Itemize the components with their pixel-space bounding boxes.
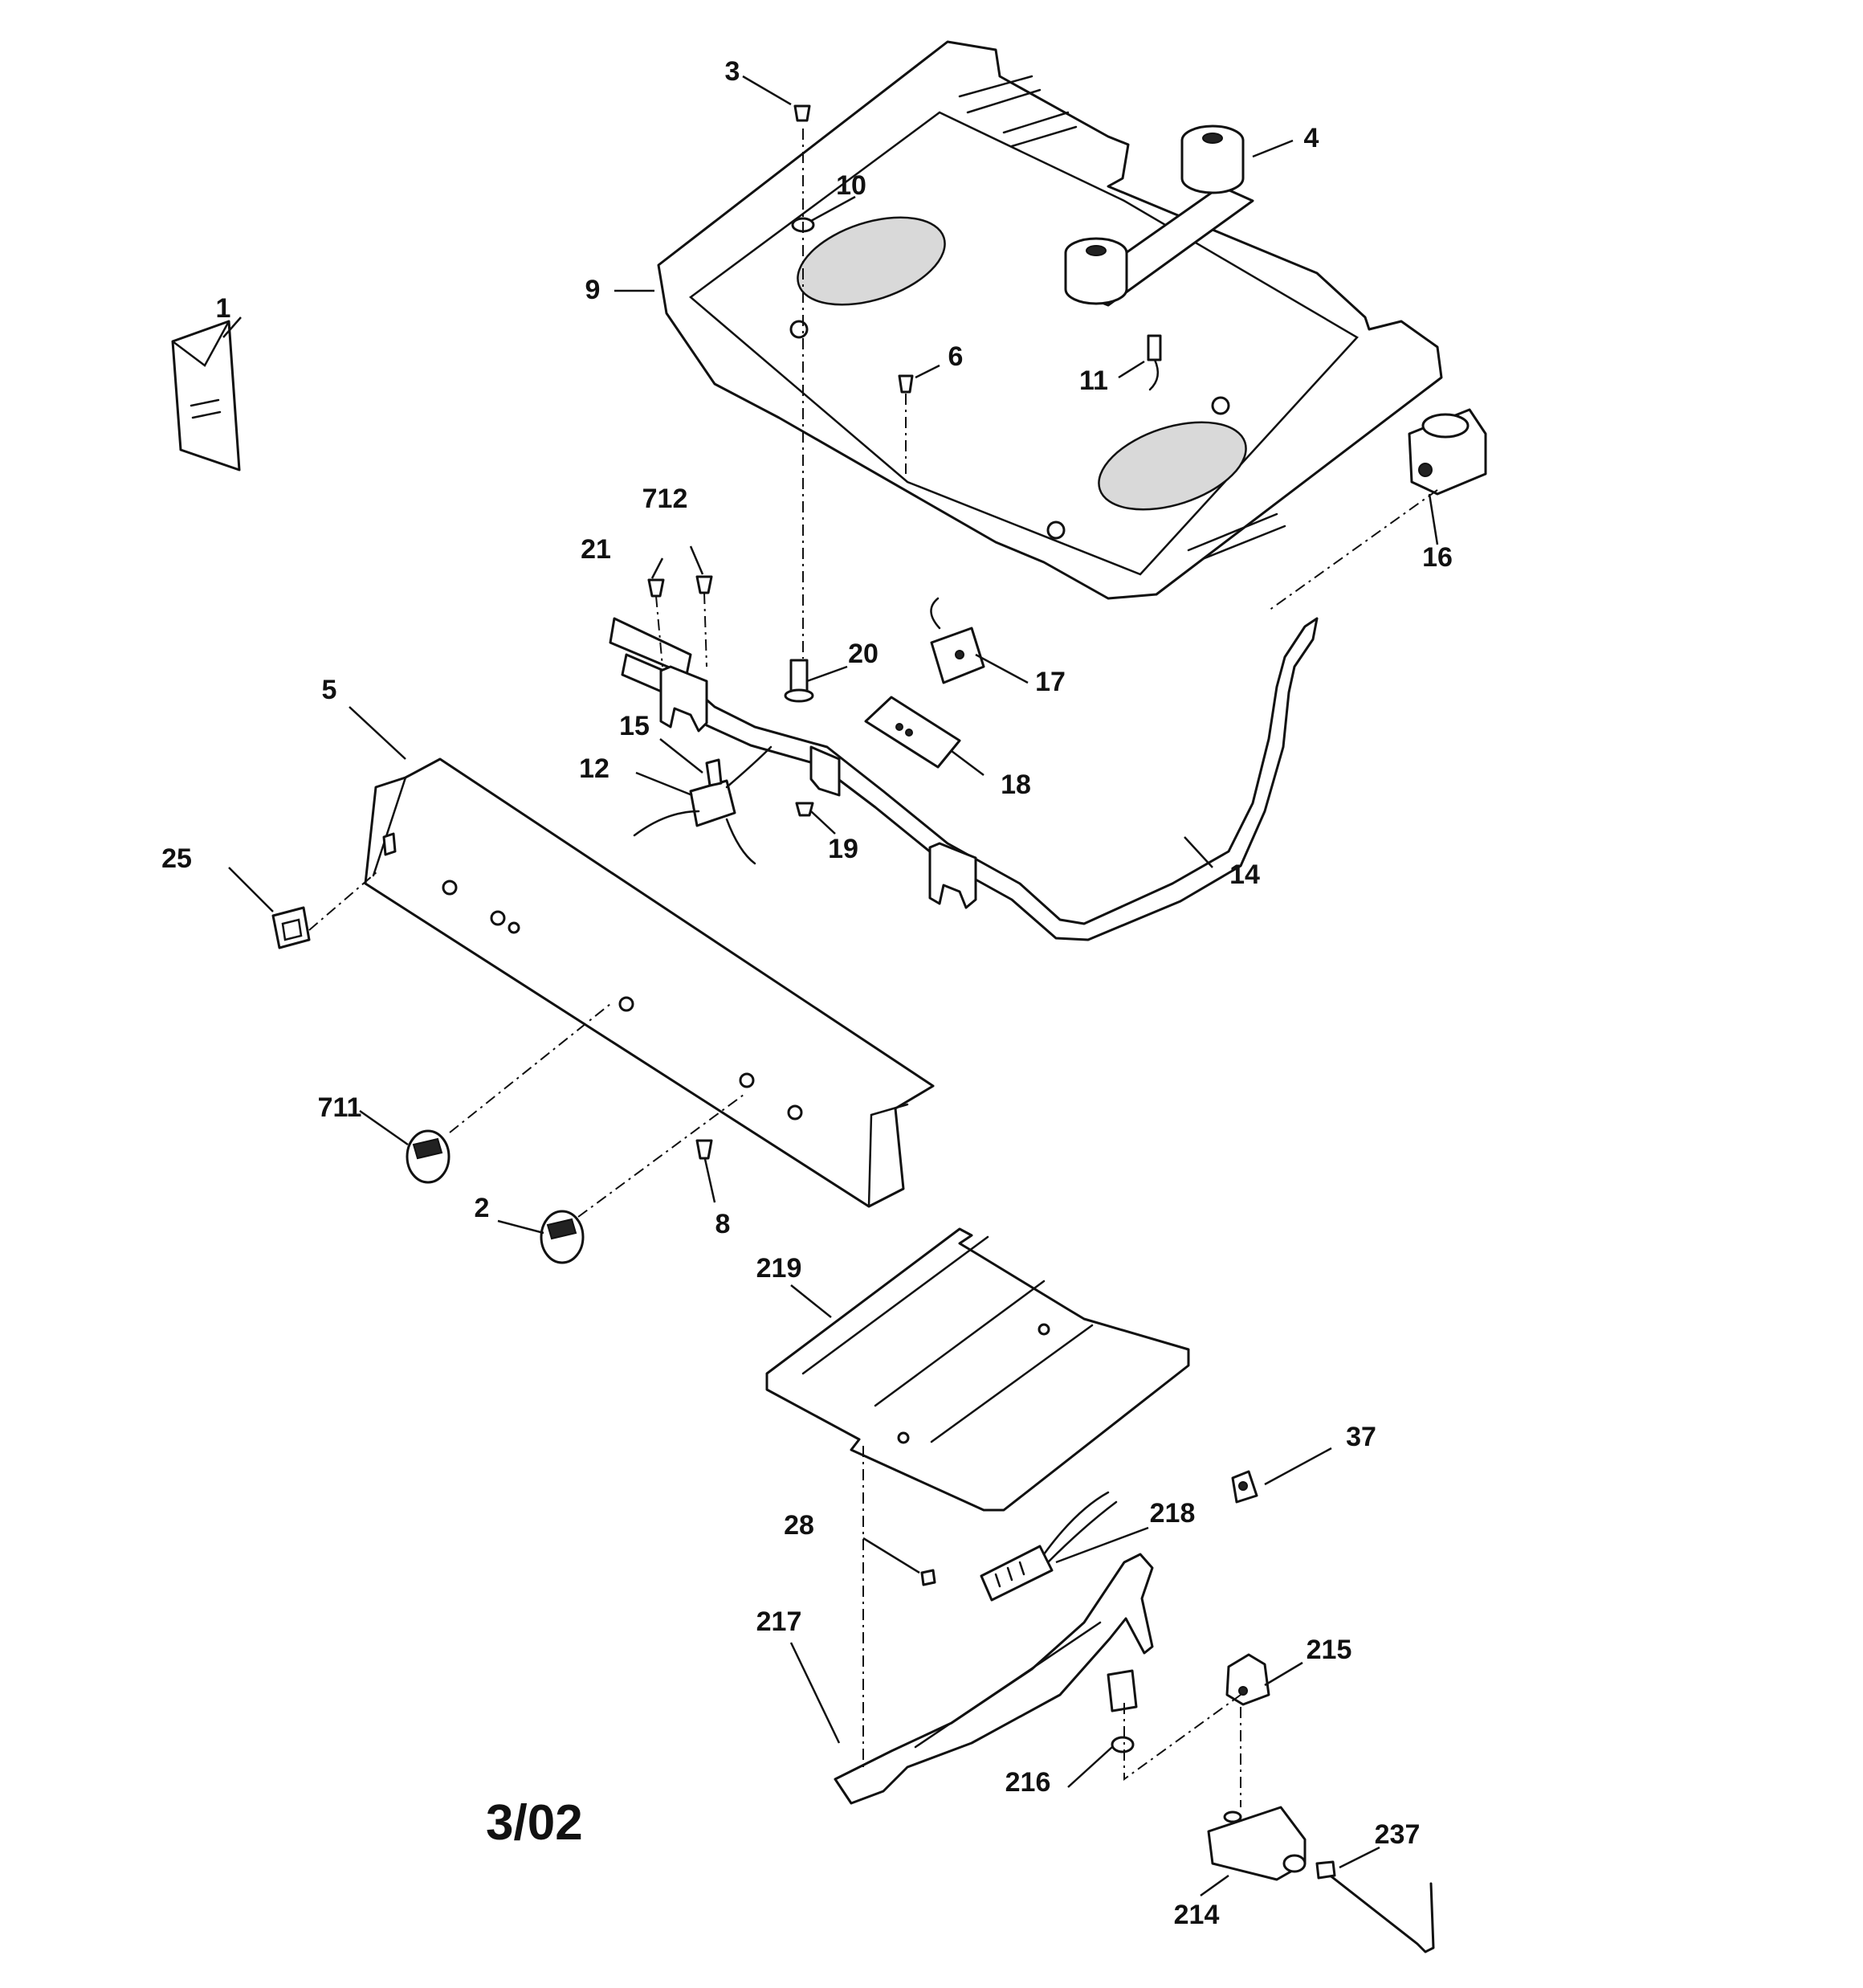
revision-date-label: 3/02 — [486, 1795, 583, 1851]
manifold-bracket-part — [659, 665, 977, 909]
control-knob-2-part — [540, 1210, 585, 1264]
callout-10: 10 — [836, 170, 866, 201]
callout-14: 14 — [1229, 859, 1260, 890]
heat-shield-part — [765, 1227, 1190, 1512]
callout-711: 711 — [318, 1092, 362, 1123]
callout-12: 12 — [579, 753, 609, 784]
callout-21: 21 — [581, 534, 611, 565]
control-knob-711-part — [406, 1129, 450, 1184]
screw-19-part — [795, 802, 814, 817]
screw-6-part — [898, 374, 914, 394]
bake-burner-part — [834, 1553, 1154, 1805]
callout-16: 16 — [1422, 542, 1453, 573]
callout-5: 5 — [322, 675, 337, 705]
callout-3: 3 — [725, 56, 740, 87]
callout-4: 4 — [1304, 123, 1319, 153]
bracket-37-part — [1231, 1470, 1258, 1504]
callout-218: 218 — [1150, 1498, 1196, 1529]
rocker-switch-part — [271, 906, 311, 949]
orifice-fitting-part — [1107, 1669, 1138, 1753]
surface-burner-assembly-part — [1064, 125, 1254, 307]
callout-8: 8 — [715, 1209, 731, 1239]
callout-11: 11 — [1079, 365, 1108, 396]
callout-219: 219 — [756, 1253, 802, 1284]
callout-217: 217 — [756, 1606, 802, 1637]
control-panel-part — [364, 757, 935, 1208]
callout-labels: 1 2 3 4 5 6 8 9 10 11 12 14 15 16 17 18 … — [161, 56, 1453, 1930]
callout-28: 28 — [784, 1510, 814, 1541]
callout-leaders — [222, 75, 1439, 1897]
literature-envelope-part — [171, 320, 241, 471]
callout-17: 17 — [1035, 667, 1066, 697]
screw-21-part — [647, 578, 665, 598]
stud-20-part — [784, 659, 814, 703]
gas-tube-part — [1315, 1860, 1435, 1953]
callout-214: 214 — [1174, 1900, 1220, 1930]
callout-237: 237 — [1375, 1819, 1421, 1850]
screw-712-part — [695, 575, 713, 594]
pressure-regulator-part — [1408, 408, 1487, 496]
callout-216: 216 — [1005, 1767, 1051, 1798]
callout-20: 20 — [848, 639, 879, 669]
orifice-11-part — [1147, 334, 1162, 391]
callout-37: 37 — [1346, 1422, 1376, 1452]
clip-28-part — [920, 1569, 936, 1586]
spark-module-part — [930, 597, 985, 684]
callout-19: 19 — [828, 834, 858, 864]
callout-25: 25 — [161, 843, 192, 874]
terminal-block-part — [980, 1491, 1118, 1602]
screw-3-part — [793, 104, 811, 122]
callout-1: 1 — [216, 293, 231, 324]
callout-2: 2 — [475, 1193, 490, 1223]
screw-8-part — [695, 1139, 713, 1160]
bracket-plate-part — [864, 696, 961, 769]
callout-15: 15 — [619, 711, 650, 741]
callout-712: 712 — [642, 484, 688, 514]
callout-6: 6 — [948, 341, 964, 372]
callout-18: 18 — [1001, 769, 1031, 800]
burner-box-part — [657, 40, 1443, 600]
bake-valve-part — [1207, 1806, 1307, 1881]
bracket-215-part — [1225, 1653, 1270, 1706]
callout-9: 9 — [585, 275, 601, 305]
callout-215: 215 — [1307, 1635, 1352, 1665]
centerline-guides — [308, 129, 1438, 1807]
ignition-switch-part — [633, 745, 773, 865]
